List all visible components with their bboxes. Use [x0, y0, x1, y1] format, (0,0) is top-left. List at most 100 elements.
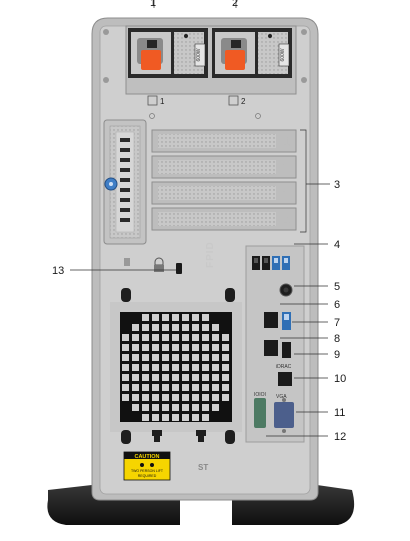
fan-grille-cell: [202, 364, 209, 371]
expansion-slot-4[interactable]: 4: [151, 207, 297, 231]
fan-grille-cell: [142, 334, 149, 341]
fan-grille-cell: [162, 384, 169, 391]
caution-label: CAUTION TWO PERSON LIFT REQUIRED: [123, 451, 171, 481]
fan-grille-cell: [202, 404, 209, 411]
psu-bay-labels: 1 2: [147, 95, 246, 106]
fan-latches: [121, 288, 235, 444]
psu-2: 600W: [212, 28, 292, 78]
fan-grille-cell: [222, 354, 229, 361]
ethernet-port-1[interactable]: [264, 340, 278, 356]
callout-12: 12: [334, 431, 346, 443]
callout-9: 9: [334, 349, 340, 361]
callout-13: 13: [52, 265, 64, 277]
fan-grille-cell: [222, 394, 229, 401]
slot-number-3: 3: [283, 186, 290, 201]
callout-lines: [70, 0, 330, 437]
psu-1: 600W: [128, 28, 208, 78]
fan-grille-cell: [192, 364, 199, 371]
fan-grille-cell: [142, 314, 149, 321]
usb-3-port[interactable]: [282, 312, 291, 330]
expansion-slot-3[interactable]: 3: [151, 181, 297, 205]
fan-grille-cell: [212, 354, 219, 361]
ethernet-port-2[interactable]: [264, 312, 278, 328]
callout-1: 1: [150, 0, 156, 9]
fan-grille-cell: [192, 324, 199, 331]
fan-grille-cell: [172, 374, 179, 381]
fan-grille-cell: [172, 384, 179, 391]
fan-grille-cell: [202, 374, 209, 381]
fan-grille-cell: [212, 374, 219, 381]
fan-grille-cell: [212, 324, 219, 331]
expansion-slot-1[interactable]: 1: [151, 129, 297, 153]
fan-grid: [122, 314, 229, 421]
fan-grille-cell: [142, 344, 149, 351]
fan-grille-cell: [122, 334, 129, 341]
fan-grille: [110, 302, 242, 432]
fan-grille-cell: [212, 384, 219, 391]
callout-5: 5: [334, 281, 340, 293]
fan-grille-cell: [222, 364, 229, 371]
fan-grille-cell: [142, 394, 149, 401]
fan-grille-cell: [162, 314, 169, 321]
fan-grille-cell: [122, 354, 129, 361]
fan-grille-cell: [212, 394, 219, 401]
fan-grille-cell: [132, 344, 139, 351]
idrac-label: iDRAC: [276, 364, 292, 370]
callout-8: 8: [334, 333, 340, 345]
fan-grille-cell: [192, 394, 199, 401]
vga-port[interactable]: [274, 402, 294, 428]
fan-grille-cell: [162, 364, 169, 371]
fan-grille-cell: [162, 414, 169, 421]
fan-grille-cell: [132, 334, 139, 341]
usb-2-port[interactable]: [282, 342, 291, 358]
serial-port[interactable]: [254, 398, 266, 428]
callout-7: 7: [334, 317, 340, 329]
idrac-port[interactable]: [278, 372, 292, 386]
fan-grille-cell: [142, 324, 149, 331]
fan-grille-cell: [222, 344, 229, 351]
fan-grille-cell: [172, 364, 179, 371]
fan-grille-cell: [192, 414, 199, 421]
fan-grille-cell: [152, 324, 159, 331]
fan-grille-cell: [152, 394, 159, 401]
fan-grille-cell: [132, 394, 139, 401]
expansion-slots: 1 2 3 4: [151, 129, 297, 231]
fan-grille-cell: [182, 344, 189, 351]
fan-grille-cell: [162, 374, 169, 381]
fan-grille-cell: [182, 324, 189, 331]
fan-grille-cell: [172, 414, 179, 421]
fan-grille-cell: [182, 374, 189, 381]
fan-grille-cell: [222, 334, 229, 341]
fan-grille-cell: [132, 374, 139, 381]
callout-10: 10: [334, 373, 346, 385]
expansion-slot-2[interactable]: 2: [151, 155, 297, 179]
psu-2-release-tab[interactable]: [225, 50, 245, 70]
fan-grille-cell: [132, 404, 139, 411]
ground-icons: [149, 113, 261, 119]
psu-bay-2-label: 2: [241, 97, 246, 106]
service-tag-label: ST: [198, 463, 208, 472]
psu-1-watt-label: 600W: [196, 48, 202, 61]
fan-grille-cell: [132, 364, 139, 371]
fan-grille-cell: [192, 404, 199, 411]
fan-grille-cell: [172, 334, 179, 341]
fan-grille-cell: [152, 414, 159, 421]
slot-number-4: 4: [283, 212, 291, 227]
fan-grille-cell: [202, 354, 209, 361]
psu-1-release-tab[interactable]: [141, 50, 161, 70]
fan-grille-cell: [172, 344, 179, 351]
fan-grille-cell: [192, 354, 199, 361]
fan-grille-cell: [172, 394, 179, 401]
fan-grille-cell: [152, 404, 159, 411]
fan-grille-cell: [192, 334, 199, 341]
callout-6: 6: [334, 299, 340, 311]
fan-grille-cell: [152, 374, 159, 381]
security-lock-slot[interactable]: [176, 263, 182, 274]
fan-grille-cell: [142, 404, 149, 411]
fan-grille-cell: [122, 364, 129, 371]
fan-grille-cell: [212, 364, 219, 371]
slot-number-1: 1: [283, 134, 290, 149]
fan-grille-cell: [202, 324, 209, 331]
fan-grille-cell: [222, 374, 229, 381]
